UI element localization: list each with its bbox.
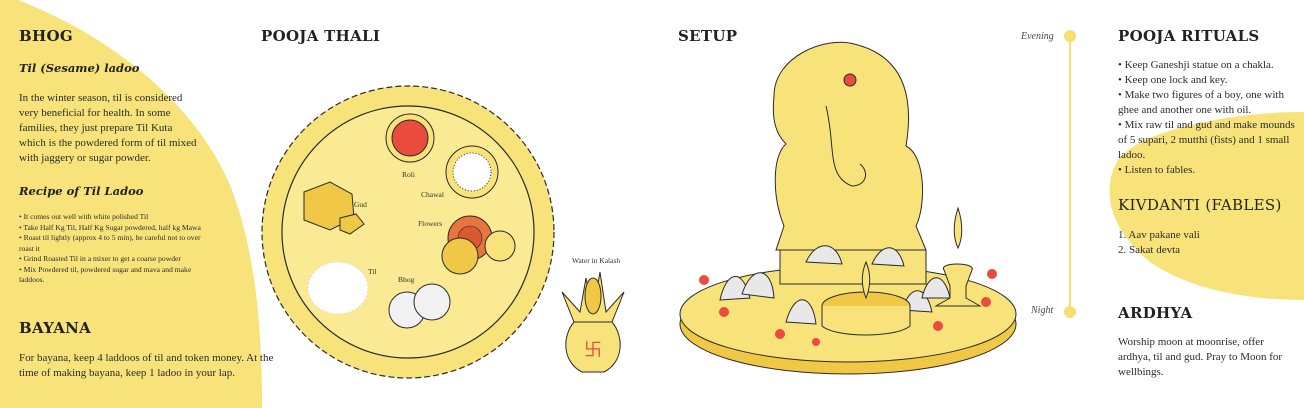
mound-7 (871, 247, 905, 267)
ganesha-statue (772, 41, 927, 251)
ritual-item: Keep Ganeshji statue on a chakla. (1118, 58, 1302, 73)
bayana-title: BAYANA (19, 319, 92, 337)
label-chawal: Chawal (421, 190, 444, 199)
label-gud: Gud (354, 200, 367, 209)
label-bhog: Bhog (398, 275, 415, 284)
timeline-evening: Evening (1021, 31, 1054, 42)
red-dot (933, 321, 943, 331)
fable-item: 2. Sakat devta (1118, 244, 1181, 256)
ritual-item: Make two figures of a boy, one with ghee… (1118, 88, 1302, 118)
red-dot (812, 338, 820, 346)
mound-6 (805, 245, 843, 265)
lamp-flame (953, 206, 963, 250)
recipe-step: Grind Roasted Til in a mixer to get a co… (19, 254, 209, 265)
recipe-title: Recipe of Til Ladoo (19, 184, 144, 198)
ritual-item: Keep one lock and key. (1118, 73, 1302, 88)
chawal-rice (452, 152, 492, 192)
thali-title: POOJA THALI (261, 27, 381, 45)
ritual-item: Mix raw til and gud and make mounds of 5… (1118, 118, 1302, 163)
ardhya-text: Worship moon at moonrise, offer ardhya, … (1118, 336, 1283, 378)
flower-yellow-2 (484, 230, 516, 262)
label-flowers: Flowers (418, 219, 443, 228)
thali-illustration (261, 85, 555, 379)
rituals-title: POOJA RITUALS (1118, 27, 1260, 45)
kalash-pot (565, 321, 621, 373)
red-dot (987, 269, 997, 279)
red-dot (981, 297, 991, 307)
swastika-icon: 卐 (584, 340, 602, 361)
ganesha-mouth (843, 73, 857, 87)
mound-2 (741, 272, 775, 299)
red-dot (719, 307, 729, 317)
bayana-text: For bayana, keep 4 laddoos of til and to… (19, 352, 274, 379)
kivdanti-title: KIVDANTI (FABLES) (1118, 196, 1282, 214)
fable-item: 1. Aav pakane vali (1118, 229, 1200, 241)
recipe-step: Take Half Kg Til, Half Kg Sugar powdered… (19, 223, 209, 234)
flower-yellow (441, 237, 479, 275)
recipe-step: Roast til lightly (approx 4 to 5 min), b… (19, 233, 209, 254)
recipe-list: It comes out well with white polished Ti… (19, 212, 209, 286)
lamp-stand (934, 263, 982, 307)
recipe-step: Mix Powdered til, powdered sugar and mav… (19, 265, 209, 286)
bhog-title: BHOG (19, 27, 73, 45)
label-roli: Roli (402, 170, 415, 179)
bhog-ladoo-2 (413, 283, 451, 321)
timeline-dot-night (1064, 306, 1076, 318)
kalash-label: Water in Kalash (572, 256, 621, 265)
til-pile (308, 262, 368, 314)
kalash-illustration: 卐 (561, 271, 625, 373)
setup-illustration (679, 41, 1017, 375)
timeline-dot-evening (1064, 30, 1076, 42)
rituals-list: Keep Ganeshji statue on a chakla. Keep o… (1118, 58, 1302, 178)
red-dot (775, 329, 785, 339)
roli-powder (391, 119, 429, 157)
label-til: Til (368, 267, 377, 276)
ritual-item: Listen to fables. (1118, 163, 1302, 178)
ardhya-title: ARDHYA (1118, 304, 1193, 322)
timeline-night: Night (1031, 305, 1054, 316)
mound-3 (785, 299, 817, 325)
bhog-subtitle: Til (Sesame) ladoo (19, 61, 140, 75)
kivdanti-list: 1. Aav pakane vali 2. Sakat devta (1118, 228, 1200, 258)
left-yellow-blob (0, 0, 262, 408)
red-dot (699, 275, 709, 285)
bhog-intro: In the winter season, til is considered … (19, 92, 197, 164)
coconut (584, 277, 602, 315)
setup-title: SETUP (678, 27, 738, 45)
recipe-step: It comes out well with white polished Ti… (19, 212, 209, 223)
diya-flame (861, 260, 871, 300)
statue-pedestal (779, 249, 927, 285)
